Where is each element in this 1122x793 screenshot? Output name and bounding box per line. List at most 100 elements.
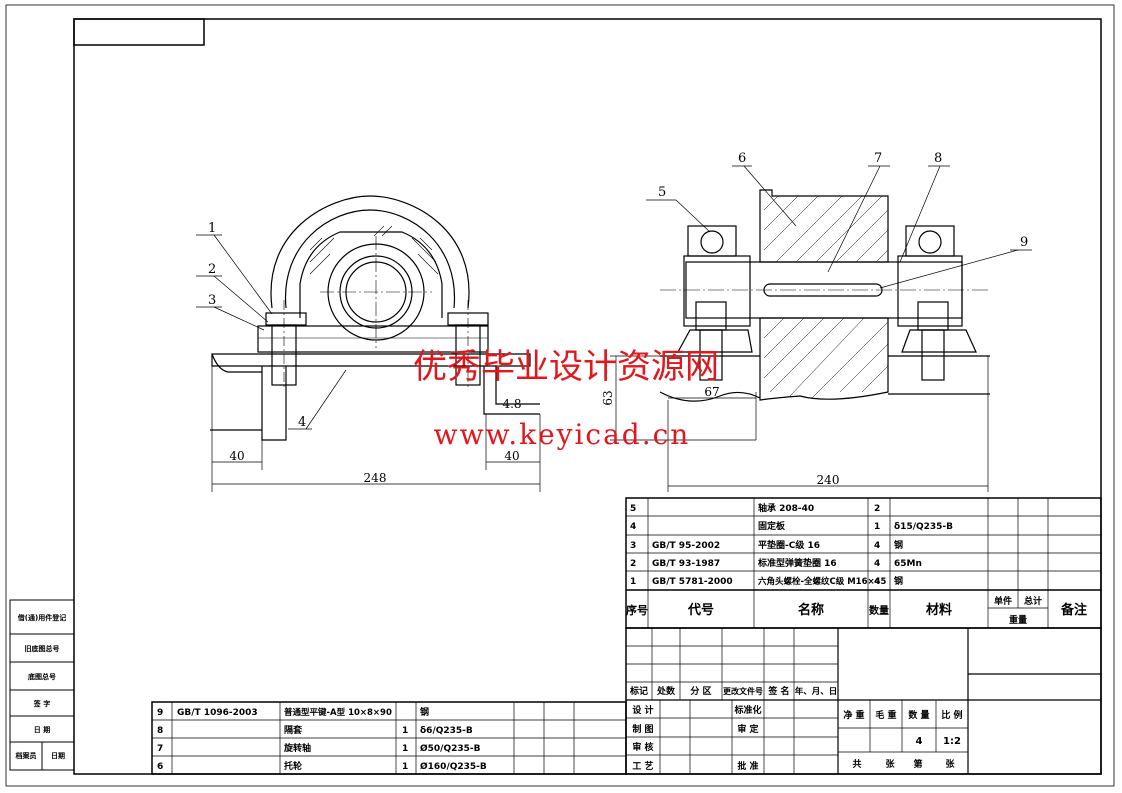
bom-row: 4 固定板 1 δ15/Q235-B xyxy=(630,520,953,532)
bom-no: 2 xyxy=(630,559,636,569)
rev-count: 处数 xyxy=(656,685,676,697)
callout-7: 7 xyxy=(874,151,882,166)
bom-no: 8 xyxy=(157,726,163,736)
bom-row: 6 托轮 1 Ø160/Q235-B xyxy=(157,760,487,772)
header-unit: 单件 xyxy=(994,595,1012,607)
bom-no: 3 xyxy=(630,541,636,551)
strip-label-base: 底图总号 xyxy=(28,672,56,681)
strip-label-date2: 日期 xyxy=(51,751,65,760)
bom-code: GB/T 5781-2000 xyxy=(652,577,733,587)
bom-material: Ø50/Q235-B xyxy=(420,743,481,754)
bom-row: 1 GB/T 5781-2000 六角头螺栓-全螺纹C级 M16×45 4 钢 xyxy=(630,575,903,587)
header-name: 名称 xyxy=(798,602,824,618)
side-callouts xyxy=(646,165,1032,289)
callout-9: 9 xyxy=(1020,235,1028,250)
bom-material: 65Mn xyxy=(894,559,922,569)
front-view xyxy=(210,195,541,492)
dim-front-40-right: 40 xyxy=(504,449,519,463)
label-quantity: 数 量 xyxy=(908,709,929,721)
weight-scale: 净 重 毛 重 数 量 比 例 4 1:2 共 张 第 张 xyxy=(843,709,962,770)
revision-header: 标记 处数 分 区 更改文件号 签 名 年、月、日 xyxy=(629,685,837,697)
bom-row: 3 GB/T 95-2002 平垫圈-C级 16 4 钢 xyxy=(630,539,903,551)
rev-date: 年、月、日 xyxy=(795,686,838,697)
label-total-sheets: 共 xyxy=(852,758,861,770)
bom-qty: 4 xyxy=(874,541,880,551)
bom-no: 4 xyxy=(630,522,636,532)
bom-qty: 4 xyxy=(874,559,880,569)
bom-code: GB/T 93-1987 xyxy=(652,559,720,569)
bom-row: 7 旋转轴 1 Ø50/Q235-B xyxy=(157,742,481,754)
rev-zone: 分 区 xyxy=(690,685,711,697)
label-standardize: 标准化 xyxy=(733,704,761,716)
rev-doc: 更改文件号 xyxy=(723,686,763,696)
side-view xyxy=(610,189,990,492)
callout-4: 4 xyxy=(298,415,306,430)
label-sheet-unit2: 张 xyxy=(945,758,955,770)
binding-strip: 借(通)用件登记 旧底图总号 底图总号 签 字 日 期 档案员 日期 xyxy=(9,599,75,771)
bom-name: 隔套 xyxy=(284,724,303,736)
bom-qty: 2 xyxy=(874,504,880,514)
bom-name: 固定板 xyxy=(758,520,786,532)
header-material: 材料 xyxy=(926,602,952,618)
callout-2: 2 xyxy=(208,262,216,277)
strip-label-old-base: 旧底图总号 xyxy=(25,644,60,653)
bom-no: 9 xyxy=(157,708,163,718)
bom-upper-rows: 5 轴承 208-40 2 4 固定板 1 δ15/Q235-B 3 GB/T … xyxy=(630,502,953,587)
dim-side-67: 67 xyxy=(704,385,719,399)
label-gross-weight: 毛 重 xyxy=(875,709,896,721)
bom-row: 9 GB/T 1096-2003 普通型平键-A型 10×8×90 钢 xyxy=(157,706,429,718)
bom-name: 普通型平键-A型 10×8×90 xyxy=(284,707,392,718)
bom-material: 钢 xyxy=(420,706,429,718)
bom-material: δ6/Q235-B xyxy=(420,726,473,736)
bom-qty: 1 xyxy=(402,762,408,772)
label-sheet-no: 第 xyxy=(913,758,922,770)
title-block-grid xyxy=(625,627,1102,775)
bom-name: 托轮 xyxy=(284,760,302,772)
watermark-text: 优秀毕业设计资源网 xyxy=(413,347,719,387)
bom-upper-header: 序号 代号 名称 数量 材料 单件 总计 重量 备注 xyxy=(626,595,1087,626)
header-no: 序号 xyxy=(626,603,648,617)
label-sheet-unit: 张 xyxy=(885,758,895,770)
bom-name: 六角头螺栓-全螺纹C级 M16×45 xyxy=(758,576,887,587)
bom-lower-rows: 9 GB/T 1096-2003 普通型平键-A型 10×8×90 钢 8 隔套… xyxy=(157,706,487,772)
front-callouts xyxy=(196,234,347,430)
bom-qty: 1 xyxy=(402,744,408,754)
bom-row: 2 GB/T 93-1987 标准型弹簧垫圈 16 4 65Mn xyxy=(630,557,922,569)
value-quantity: 4 xyxy=(916,736,923,747)
label-design: 设 计 xyxy=(632,704,653,716)
label-net-weight: 净 重 xyxy=(843,709,864,721)
bom-material: δ15/Q235-B xyxy=(894,522,953,532)
bom-name: 旋转轴 xyxy=(283,742,311,754)
bom-row: 5 轴承 208-40 2 xyxy=(630,502,880,514)
bom-upper-grid xyxy=(625,497,1102,629)
value-scale: 1:2 xyxy=(943,736,961,747)
strip-label-date: 日 期 xyxy=(34,725,50,734)
bom-qty: 4 xyxy=(874,577,880,587)
watermark-url: www.keyicad.cn xyxy=(434,418,691,451)
callout-3: 3 xyxy=(208,293,216,308)
rev-mark: 标记 xyxy=(629,685,648,697)
callout-8: 8 xyxy=(934,151,942,166)
bom-no: 5 xyxy=(630,504,636,514)
label-process: 工 艺 xyxy=(632,760,653,772)
drawing-border xyxy=(5,4,1115,787)
rev-sign: 签 名 xyxy=(767,685,789,697)
label-check: 审 核 xyxy=(632,741,653,753)
bom-name: 标准型弹簧垫圈 16 xyxy=(757,557,837,569)
header-remark: 备注 xyxy=(1060,602,1087,618)
dim-side-240: 240 xyxy=(817,473,840,487)
label-review: 审 定 xyxy=(737,723,759,735)
label-approve: 批 准 xyxy=(737,760,758,772)
label-drawing: 制 图 xyxy=(632,723,653,735)
label-scale: 比 例 xyxy=(941,709,962,721)
sign-labels: 设 计 制 图 审 核 工 艺 标准化 审 定 批 准 xyxy=(632,704,761,772)
bom-qty: 1 xyxy=(874,522,880,532)
bom-material: 钢 xyxy=(894,575,903,587)
bom-row: 8 隔套 1 δ6/Q235-B xyxy=(157,724,473,736)
strip-label-archivist: 档案员 xyxy=(15,751,37,760)
header-code: 代号 xyxy=(687,602,714,618)
bom-name: 平垫圈-C级 16 xyxy=(758,539,820,551)
header-weight: 重量 xyxy=(1009,614,1027,626)
bom-material: 钢 xyxy=(894,539,903,551)
